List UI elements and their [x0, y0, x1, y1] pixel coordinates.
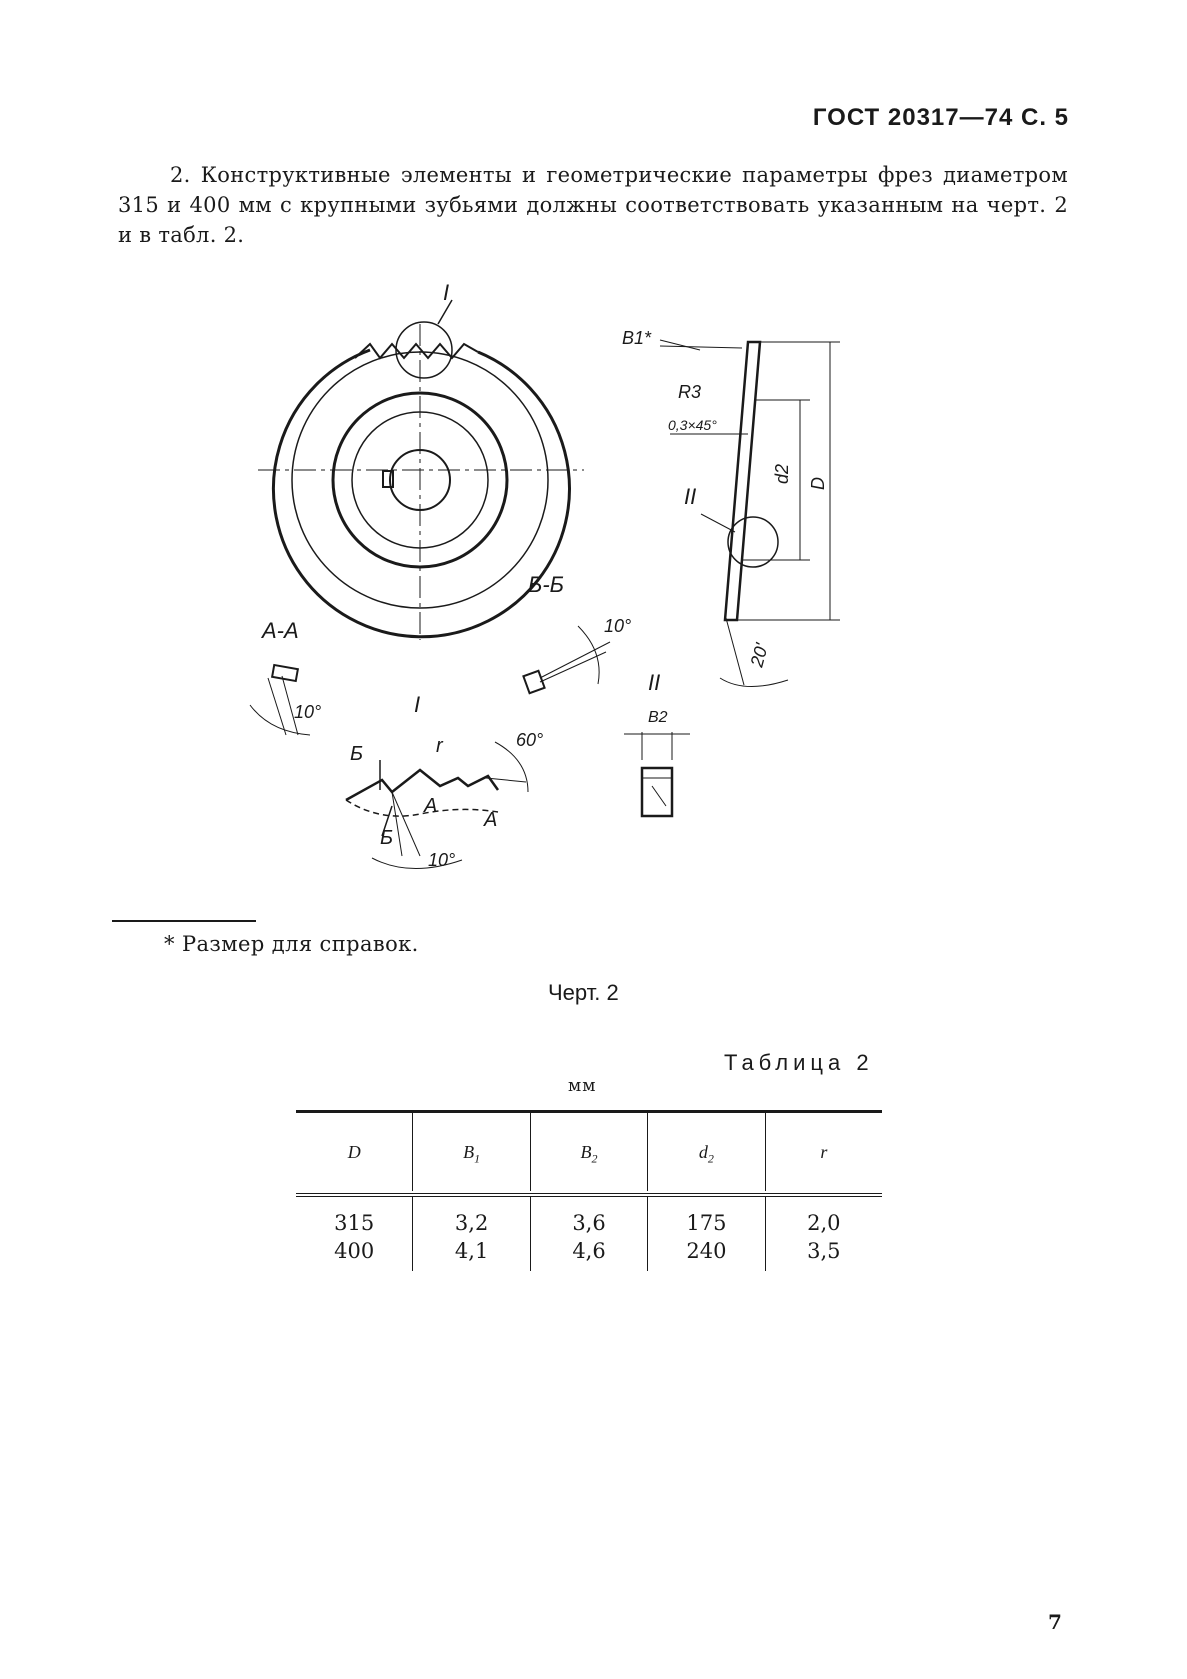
table-cell: 2,0 — [807, 1211, 841, 1235]
label-letter-b-bottom: Б — [380, 827, 393, 849]
label-letter-a-right: А — [483, 809, 497, 831]
table-cell: 3,6 — [572, 1211, 606, 1235]
header-r: r — [820, 1142, 828, 1162]
label-section-aa: А-А — [260, 618, 299, 643]
label-angle-20: 20' — [746, 641, 772, 670]
table-cell: 3,5 — [807, 1239, 841, 1263]
disk-side-view — [659, 339, 840, 688]
table-cell: 4,1 — [454, 1239, 489, 1263]
col-B2: 3,6 4,6 — [531, 1197, 649, 1271]
label-letter-a-left: А — [423, 795, 437, 817]
detail-ii — [624, 732, 690, 818]
label-angle-60: 60° — [516, 730, 543, 750]
col-d2: 175 240 — [648, 1197, 766, 1271]
header-D: D — [296, 1113, 414, 1191]
table-title: Таблица 2 — [724, 1050, 874, 1075]
table-cell: 400 — [334, 1239, 375, 1263]
col-r: 2,0 3,5 — [766, 1197, 882, 1271]
label-detail-i: I — [414, 692, 420, 717]
header-B2: B2 — [531, 1113, 649, 1191]
table-cell: 175 — [686, 1211, 727, 1235]
table-cell: 3,2 — [454, 1211, 489, 1235]
label-b2: B2 — [648, 709, 668, 726]
table-units: мм — [568, 1076, 597, 1096]
footnote: * Размер для справок. — [164, 932, 419, 956]
table-cell: 315 — [334, 1211, 375, 1235]
table-cell: 4,6 — [572, 1239, 606, 1263]
table-header-row: D B1 B2 d2 r — [296, 1113, 882, 1191]
disk-front-view — [258, 299, 584, 640]
label-detail-ii: II — [648, 670, 660, 695]
page-number: 7 — [1048, 1610, 1062, 1634]
header-d2: d2 — [648, 1113, 766, 1191]
col-D: 315 400 — [296, 1197, 414, 1271]
section-bb — [522, 625, 611, 695]
label-angle-10-aa: 10° — [294, 702, 321, 722]
footnote-rule — [112, 920, 256, 922]
label-b1-star: B1* — [622, 328, 652, 348]
label-section-bb: Б-Б — [528, 572, 564, 597]
label-r: r — [436, 735, 444, 757]
detail-i — [345, 741, 529, 869]
table-cell: 240 — [686, 1239, 727, 1263]
label-angle-10-detail: 10° — [428, 850, 455, 870]
label-D: D — [808, 477, 828, 490]
data-table: D B1 B2 d2 r 315 400 3,2 4,1 3,6 4,6 175… — [296, 1110, 882, 1271]
label-view-i: I — [443, 280, 449, 305]
section-aa — [249, 663, 311, 736]
label-r3: R3 — [678, 382, 701, 402]
figure-caption: Черт. 2 — [548, 980, 619, 1005]
col-B1: 3,2 4,1 — [413, 1197, 531, 1271]
label-d2: d2 — [772, 464, 792, 484]
label-angle-10-bb: 10° — [604, 616, 631, 636]
table-body: 315 400 3,2 4,1 3,6 4,6 175 240 2,0 3,5 — [296, 1197, 882, 1271]
body-paragraph: 2. Конструктивные элементы и геометричес… — [118, 163, 1068, 247]
label-chamfer: 0,3×45° — [668, 417, 717, 433]
label-view-ii: II — [684, 484, 696, 509]
header-B1: B1 — [413, 1113, 531, 1191]
label-letter-b-top: Б — [350, 743, 363, 765]
page-header: ГОСТ 20317—74 С. 5 — [812, 104, 1069, 131]
